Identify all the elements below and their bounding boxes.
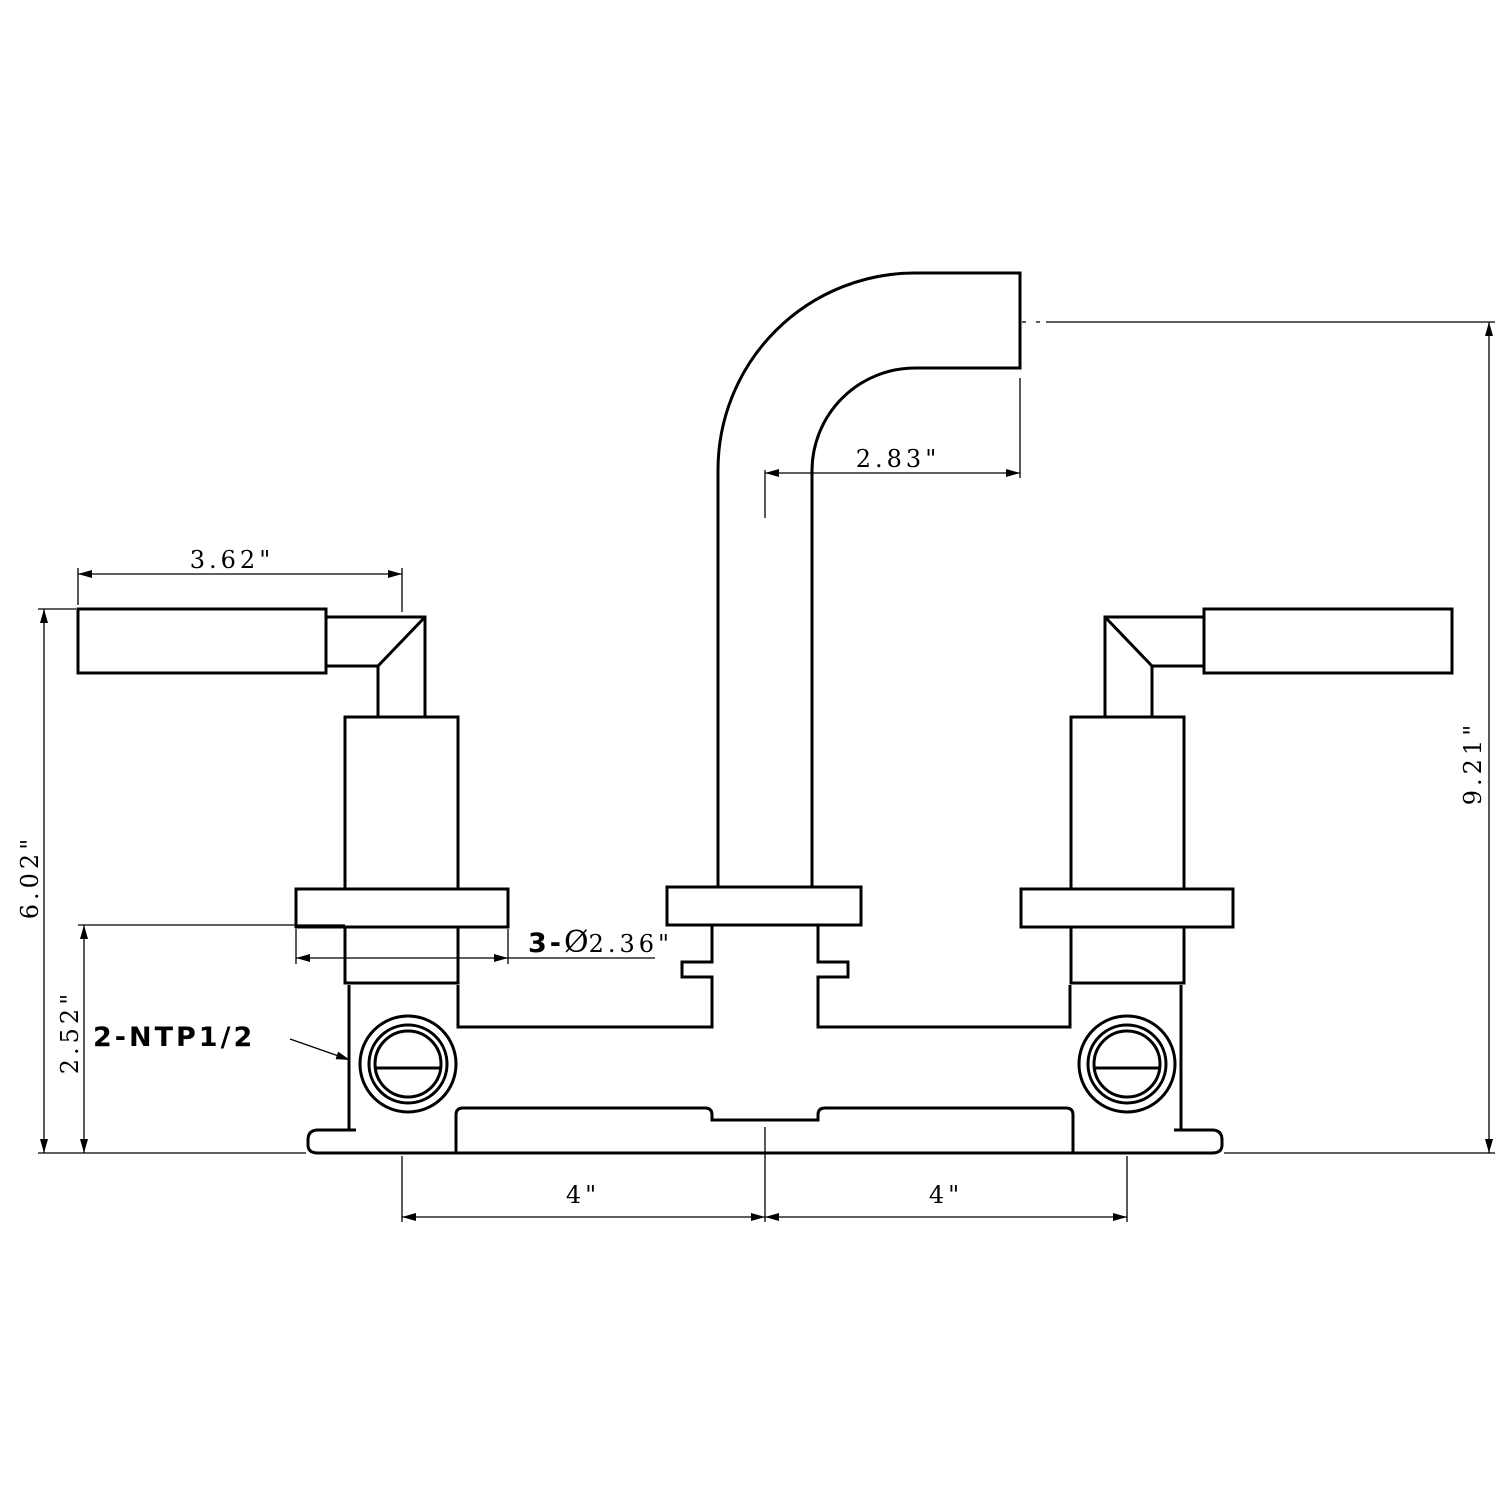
right-inlet xyxy=(1077,1014,1177,1114)
left-inlet-ring xyxy=(367,1023,449,1105)
callout-leader xyxy=(289,1038,351,1061)
valve-body xyxy=(306,985,1224,1155)
left-inlet-outer xyxy=(358,1014,458,1114)
left-shank xyxy=(343,925,460,985)
label-hole-diameter: 3-Ø2.36" xyxy=(528,925,673,960)
label-left-spacing: 4" xyxy=(566,1181,600,1209)
spout xyxy=(456,271,1072,1029)
bridge-lower xyxy=(454,1106,1075,1153)
right-shank xyxy=(1069,925,1186,985)
right-inlet-outer xyxy=(1077,1014,1177,1114)
diameter-symbol-icon: Ø xyxy=(564,925,589,960)
label-handle-length: 3.62" xyxy=(190,546,274,574)
spout-escutcheon xyxy=(665,885,863,927)
spout-body xyxy=(716,271,1022,887)
left-handle xyxy=(76,607,510,985)
dimension-labels: 3.62" 2.83" 9.21" 6.02" 2.52" 4" 4" 3-Ø2… xyxy=(16,445,1487,1209)
right-inlet-ring xyxy=(1086,1023,1168,1105)
left-inlet-cap xyxy=(373,1029,443,1099)
label-inlet-connection: 2-NTP1/2 xyxy=(93,1022,255,1053)
label-spout-reach: 2.83" xyxy=(856,445,940,473)
right-inlet-cap xyxy=(1092,1029,1162,1099)
left-inlet xyxy=(358,1014,458,1114)
right-handle-body xyxy=(1069,715,1186,891)
label-right-spacing: 4" xyxy=(929,1181,963,1209)
spout-shank-right xyxy=(816,925,1072,1029)
spout-shank xyxy=(456,925,714,1029)
right-lever-elbow xyxy=(1103,615,1204,717)
right-escutcheon xyxy=(1019,887,1235,929)
dimension-lines xyxy=(38,321,1495,1222)
label-hole-diameter-value: 2.36" xyxy=(589,930,673,958)
label-valve-height: 2.52" xyxy=(56,990,84,1074)
label-overall-height: 9.21" xyxy=(1459,721,1487,805)
right-lever xyxy=(1202,607,1454,675)
label-handle-height: 6.02" xyxy=(16,835,44,919)
left-escutcheon xyxy=(294,887,510,929)
left-lever-elbow xyxy=(326,615,427,717)
left-handle-body xyxy=(343,715,460,891)
label-hole-diameter-prefix: 3- xyxy=(528,928,564,959)
right-handle xyxy=(1019,607,1454,985)
left-lever xyxy=(76,607,328,675)
